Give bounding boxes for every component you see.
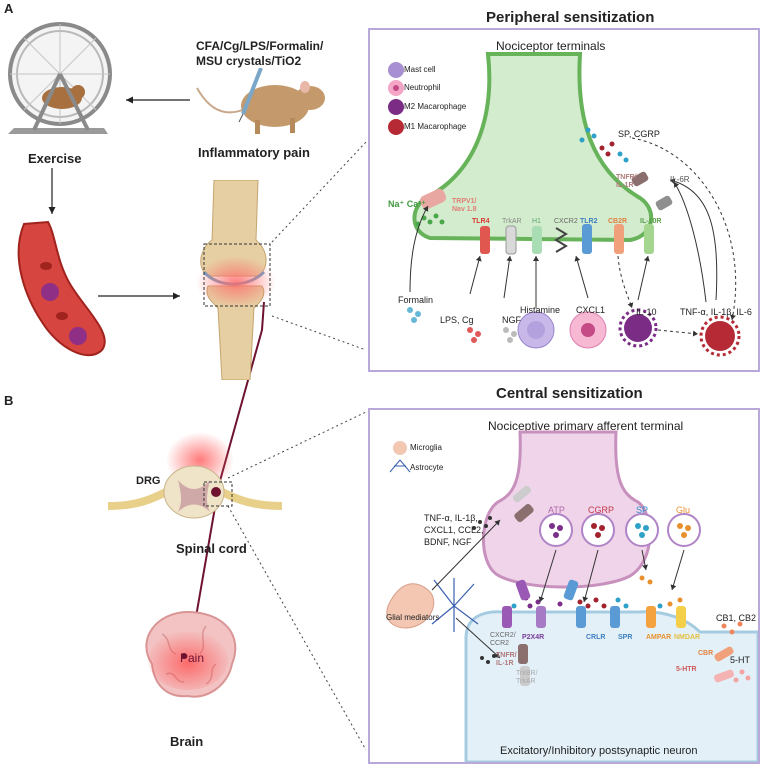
glial-mediators-label: Glial mediators	[386, 613, 440, 622]
inducers-label-2: MSU crystals/TiO2	[196, 54, 302, 68]
tnfr-b-label: TNFR/	[496, 652, 517, 659]
cb1-cb2-label: CB1, CB2	[716, 613, 757, 623]
brain-illustration	[145, 610, 237, 698]
cxcr2-label: CXCR2/	[490, 632, 516, 639]
receptor-p2x4r: P2X4R	[522, 634, 545, 641]
trkbr-label: TrkBR/	[516, 670, 538, 677]
receptor-nmdar: NMDAR	[674, 634, 701, 641]
receptor-ampar: AMPAR	[646, 634, 672, 641]
mediators-line-1: TNF-α, IL-1β,	[424, 513, 478, 523]
legend-m1-macrophage: M1 Macarophage	[404, 122, 467, 131]
peripheral-box	[368, 28, 760, 372]
lps-cg-label: LPS, Cg	[440, 315, 474, 325]
vesicle-cgrp: CGRP	[588, 505, 615, 515]
receptor-spr: SPR	[618, 634, 633, 641]
receptor-tlr4: TLR4	[472, 218, 490, 225]
il1r-label: IL-1R	[616, 182, 634, 189]
receptor-tlr2: TLR2	[580, 218, 598, 225]
afferent-terminal-title: Nociceptive primary afferent terminal	[488, 419, 684, 433]
knee-joint-illustration	[196, 180, 276, 380]
inflammatory-pain-label: Inflammatory pain	[198, 145, 310, 160]
trpv1-label: TRPV1/	[452, 198, 477, 205]
receptor-cb2r: CB2R	[608, 218, 628, 225]
sp-cgrp-label: SP, CGRP	[618, 129, 660, 139]
mediators-line-3: BDNF, NGF	[424, 537, 472, 547]
synapse-diagram	[386, 430, 758, 762]
receptor-il10r: IL-10R	[640, 218, 662, 225]
il6r-label: IL-6R	[670, 175, 690, 184]
5ht-label: 5-HT	[730, 655, 750, 665]
central-box	[368, 408, 760, 764]
brain-label: Brain	[170, 734, 204, 749]
vesicle-sp: SP	[636, 505, 649, 515]
spinal-cord-label: Spinal cord	[176, 541, 247, 556]
drg-label: DRG	[136, 475, 161, 487]
panel-a-letter: A	[4, 1, 14, 16]
receptor-cxcr2: CXCR2	[554, 218, 578, 225]
trkar-b-label: TrkAR	[516, 678, 536, 685]
blood-vessel-illustration	[17, 220, 106, 357]
receptor-crlr: CRLR	[586, 634, 606, 641]
panel-a-title: Peripheral sensitization	[486, 9, 655, 26]
il1r-b-label: IL-1R	[496, 660, 514, 667]
spinal-cord-illustration	[107, 432, 283, 519]
legend-neutrophil: Neutrophil	[404, 83, 441, 92]
na-ca-label: Na⁺ Ca²⁺	[388, 199, 427, 209]
cxcl1-label: CXCL1	[576, 305, 606, 315]
tnfr-label: TNFR/	[616, 174, 637, 181]
formalin-label: Formalin	[398, 295, 434, 305]
legend-m2-macrophage: M2 Macarophage	[404, 102, 467, 111]
nav-label: Nav 1.8	[452, 206, 477, 213]
inducers-label: CFA/Cg/LPS/Formalin/	[196, 39, 324, 53]
nociceptor-title: Nociceptor terminals	[496, 39, 606, 53]
exercise-label: Exercise	[28, 151, 82, 166]
histamine-label: Histamine	[520, 305, 561, 315]
legend-microglia: Microglia	[410, 443, 443, 452]
legend-astrocyte: Astrocyte	[410, 463, 444, 472]
postsynaptic-neuron-label: Excitatory/Inhibitory postsynaptic neuro…	[500, 745, 698, 757]
il10-label: IL-10	[636, 307, 657, 317]
receptor-h1: H1	[532, 218, 541, 225]
5htr-label: 5-HTR	[676, 666, 697, 673]
mediators-line-2: CXCL1, CCL2,	[424, 525, 484, 535]
vesicle-glu: Glu	[676, 505, 691, 515]
panel-b-letter: B	[4, 393, 14, 408]
receptor-trkar: TrkAR	[502, 218, 522, 225]
legend-mast-cell: Mast cell	[404, 65, 436, 74]
panel-b-title: Central sensitization	[496, 385, 643, 402]
nociceptor-terminal-diagram	[388, 52, 741, 357]
cbr-label: CBR	[698, 650, 714, 657]
ccr2-label: CCR2	[490, 640, 510, 647]
pain-label: Pain	[180, 651, 205, 665]
exercise-wheel-illustration	[8, 22, 112, 134]
vesicle-atp: ATP	[548, 505, 565, 515]
tnf-il-label: TNF-α, IL-1β, IL-6	[680, 307, 752, 317]
ngf-label: NGF	[502, 315, 521, 325]
mouse-illustration	[196, 68, 325, 134]
